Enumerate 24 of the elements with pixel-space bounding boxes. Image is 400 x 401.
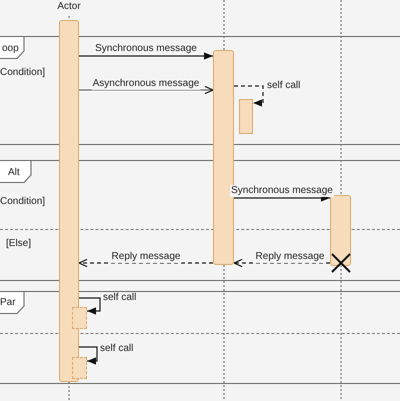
message-label: Reply message bbox=[110, 251, 182, 263]
activation-bar bbox=[72, 307, 87, 329]
message-arrow bbox=[78, 258, 213, 268]
guard-condition: Condition] bbox=[0, 67, 46, 79]
message-arrow bbox=[79, 297, 101, 315]
fragment-label: Par bbox=[0, 297, 16, 309]
message-arrow bbox=[79, 52, 213, 60]
activation-bar bbox=[330, 195, 351, 266]
activation-bar bbox=[239, 99, 253, 134]
message-label: Asynchronous message bbox=[92, 78, 200, 90]
fragment-label: Alt bbox=[8, 167, 20, 179]
message-arrow bbox=[233, 258, 330, 268]
fragment-label: oop bbox=[2, 43, 19, 55]
message-label: Synchronous message bbox=[230, 185, 334, 197]
guard-condition: [Else] bbox=[6, 238, 32, 250]
message-arrow bbox=[234, 85, 264, 107]
message-arrow bbox=[78, 86, 214, 94]
guard-condition: Condition] bbox=[0, 196, 46, 208]
message-arrow bbox=[79, 346, 98, 365]
lifeline-head-label: Actor bbox=[57, 1, 81, 13]
activation-bar bbox=[72, 357, 87, 379]
message-label: Synchronous message bbox=[94, 43, 198, 55]
activation-bar bbox=[59, 20, 79, 382]
message-label: Reply message bbox=[254, 251, 326, 263]
